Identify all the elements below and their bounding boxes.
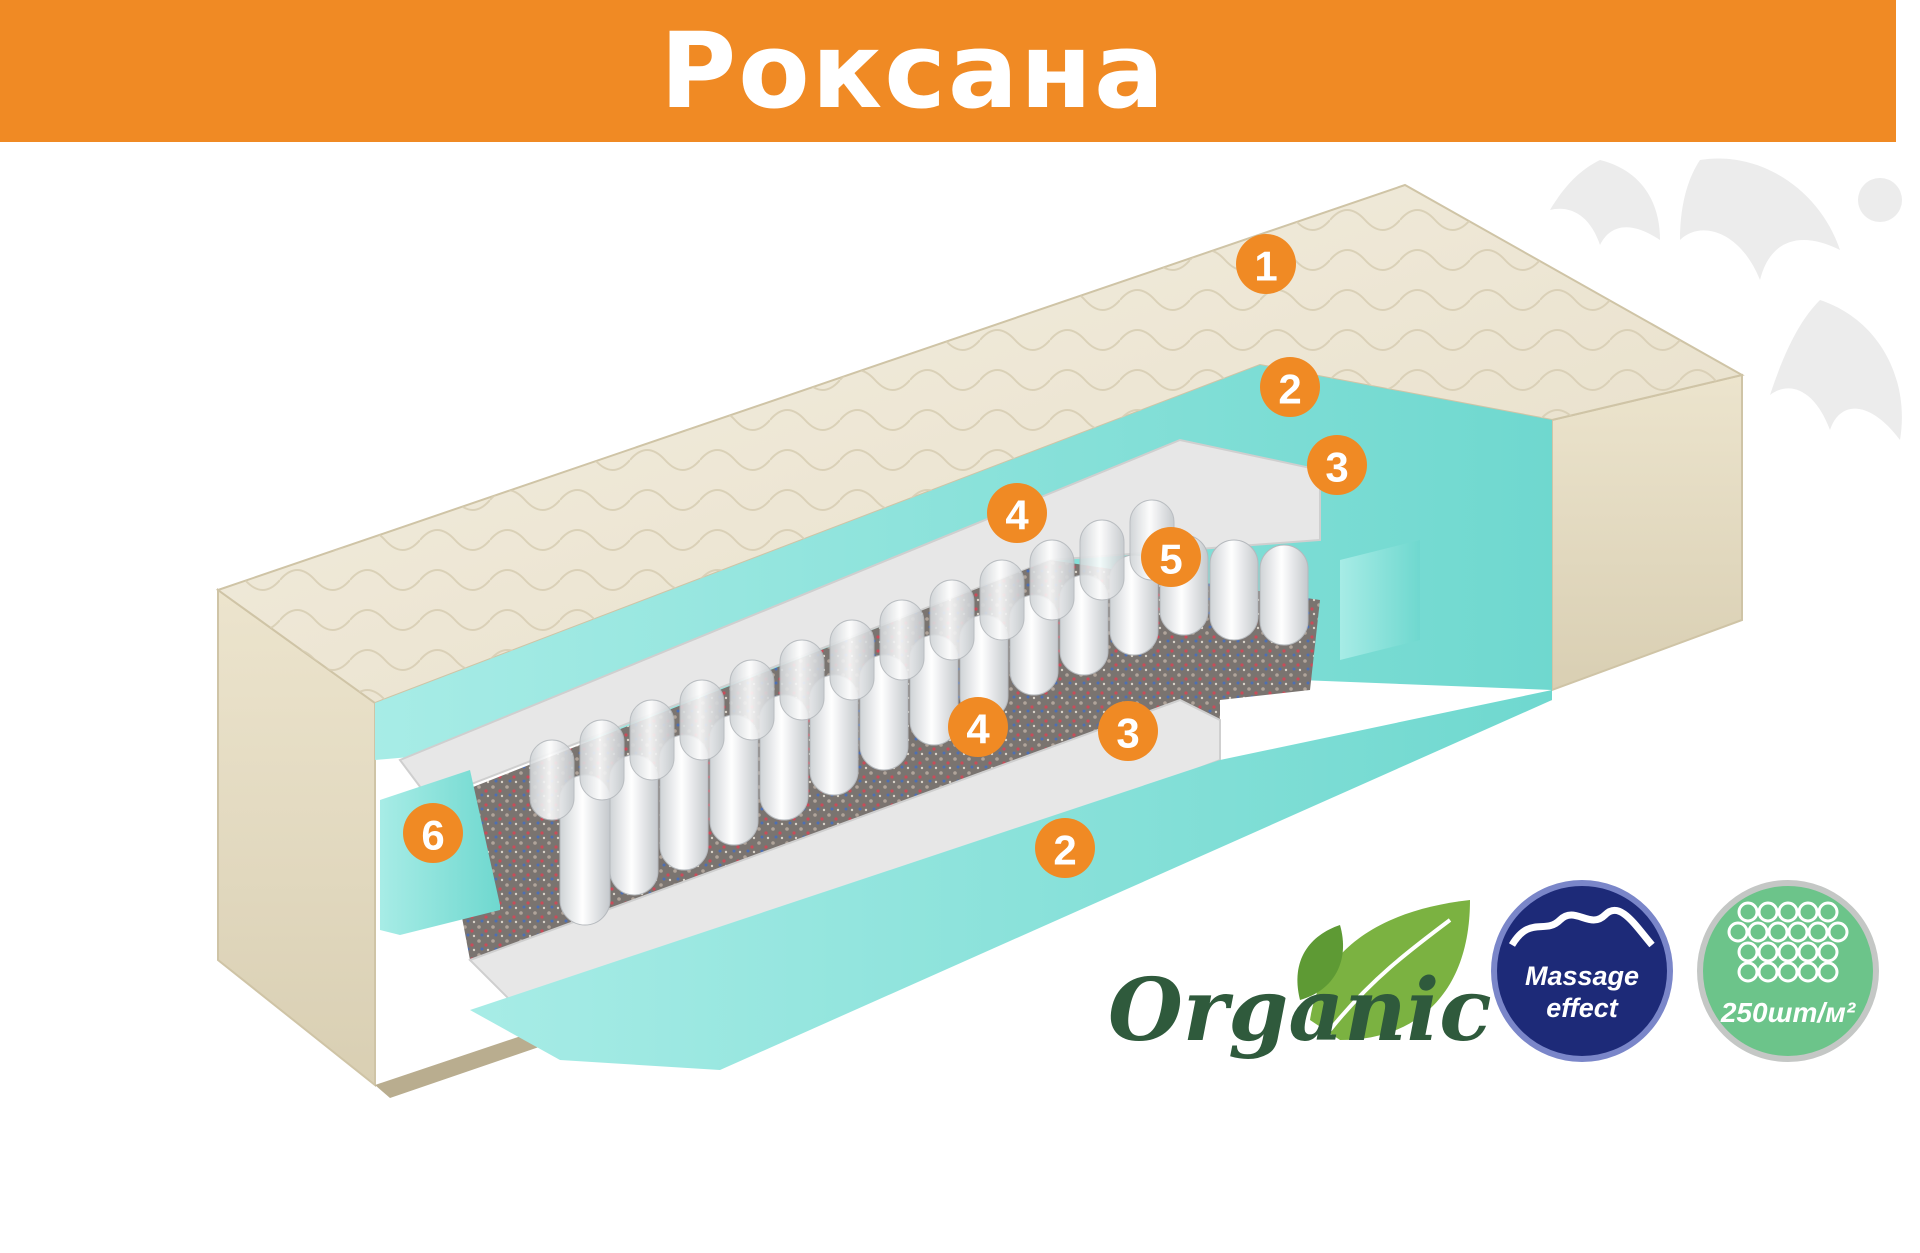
spring-row-back: [529, 499, 1175, 821]
svg-text:1: 1: [1254, 243, 1277, 290]
svg-text:250шт/м²: 250шт/м²: [1720, 997, 1856, 1028]
layer-marker-2-bottom: 2: [1035, 818, 1095, 878]
wave-icon: [1508, 906, 1655, 948]
svg-text:4: 4: [966, 706, 990, 753]
svg-text:2: 2: [1053, 827, 1076, 874]
svg-text:2: 2: [1278, 366, 1301, 413]
organic-badge: Organic: [1108, 900, 1492, 1061]
svg-text:4: 4: [1005, 492, 1029, 539]
massage-effect-badge: Massage effect: [1491, 880, 1673, 1062]
layer-marker-1: 1: [1236, 234, 1296, 294]
layer-marker-6: 6: [403, 803, 463, 863]
svg-text:Organic: Organic: [1108, 960, 1492, 1061]
svg-text:6: 6: [421, 812, 444, 859]
layer-marker-4-top: 4: [987, 483, 1047, 543]
springs-count-badge: 250шт/м²: [1697, 880, 1879, 1062]
page-title: Роксана: [660, 10, 1167, 132]
pocket-springs: [529, 499, 1309, 926]
svg-text:3: 3: [1116, 710, 1139, 757]
layer-marker-2-top: 2: [1260, 357, 1320, 417]
layer-marker-4-bottom: 4: [948, 697, 1008, 757]
springs-grid-icon: [1727, 901, 1849, 983]
header-bar: [0, 0, 1896, 142]
ornament-decoration: [1550, 158, 1902, 440]
mattress-illustration: [215, 183, 1745, 1098]
layer-marker-5: 5: [1141, 527, 1201, 587]
svg-text:3: 3: [1325, 444, 1348, 491]
svg-text:Massage: Massage: [1525, 961, 1639, 991]
layer-marker-3-top: 3: [1307, 435, 1367, 495]
layer-marker-3-bottom: 3: [1098, 701, 1158, 761]
svg-text:5: 5: [1159, 536, 1182, 583]
leaf-icon-small: [1297, 925, 1344, 1000]
svg-text:effect: effect: [1546, 993, 1619, 1023]
